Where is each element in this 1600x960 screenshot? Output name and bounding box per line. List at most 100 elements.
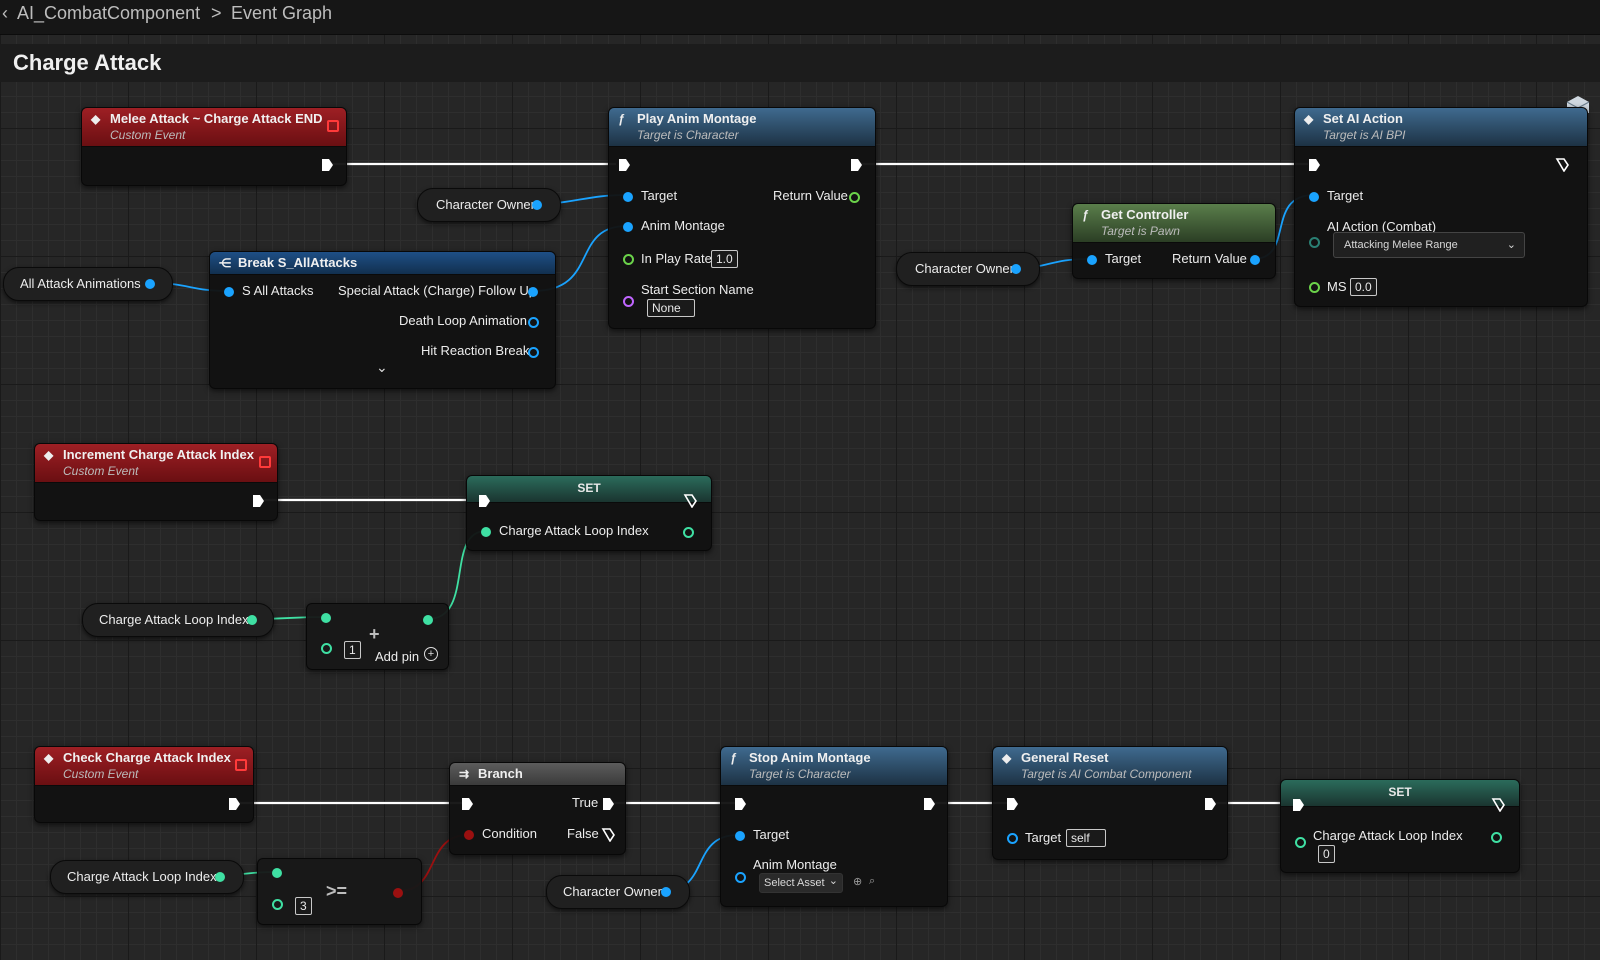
start-section-pin[interactable] [623,296,634,307]
character-owner-getter[interactable]: Character Owner [417,188,561,222]
exec-out-pin-icon[interactable] [1203,797,1217,811]
target-pin[interactable] [623,192,633,202]
breadcrumb-graph[interactable]: Event Graph [231,3,333,23]
delegate-pin-icon[interactable] [235,759,247,771]
compare-input-a-pin[interactable] [272,868,282,878]
target-pin[interactable] [735,831,745,841]
add-pin-plus-icon[interactable]: + [424,647,438,661]
target-pin[interactable] [1087,255,1097,265]
add-pin-label[interactable]: Add pin [375,649,420,664]
target-label: Target [1327,188,1364,203]
browse-search-icon[interactable]: ⌕ [869,875,876,887]
exec-in-pin-icon[interactable] [617,158,631,172]
start-section-input[interactable]: None [647,299,695,317]
special-attack-label: Special Attack (Charge) Follow Up [338,283,536,298]
general-reset-node[interactable]: ◆ General Reset Target is AI Combat Comp… [992,746,1228,860]
charge-attack-loop-index-getter[interactable]: Charge Attack Loop Index [50,860,244,894]
node-header: ƒ Stop Anim Montage Target is Character [721,747,947,786]
exec-in-pin-icon[interactable] [1005,797,1019,811]
set-charge-attack-loop-index-node[interactable]: SET Charge Attack Loop Index 0 [1280,779,1520,873]
exec-out-pin-icon[interactable] [320,158,334,172]
exec-in-pin-icon[interactable] [1307,158,1321,172]
character-owner-getter[interactable]: Character Owner [546,875,690,909]
special-attack-pin[interactable] [528,287,538,297]
set-ai-action-node[interactable]: ◆ Set AI Action Target is AI BPI Target … [1294,107,1588,307]
use-selected-asset-icon[interactable]: ⊕ [853,876,863,888]
return-value-pin[interactable] [849,192,860,203]
charge-attack-loop-index-pin[interactable] [215,872,225,882]
add-input-b-value[interactable]: 1 [344,641,361,659]
expand-chevron-icon[interactable]: ⌄ [376,359,388,375]
charge-attack-loop-index-out-pin[interactable] [683,527,694,538]
select-asset-dropdown[interactable]: Select Asset ⌄ [759,873,843,893]
add-output-pin[interactable] [423,615,433,625]
s-all-attacks-pin[interactable] [224,287,234,297]
exec-out-pin-icon[interactable] [922,797,936,811]
add-input-a-pin[interactable] [321,613,331,623]
death-loop-pin[interactable] [528,317,539,328]
all-attack-animations-pin[interactable] [145,279,155,289]
all-attack-animations-getter[interactable]: All Attack Animations [3,267,173,301]
exec-out-pin-icon[interactable] [251,494,265,508]
stop-anim-montage-node[interactable]: ƒ Stop Anim Montage Target is Character … [720,746,948,907]
delegate-pin-icon[interactable] [327,120,339,132]
charge-attack-loop-index-pin[interactable] [247,615,257,625]
exec-in-pin-icon[interactable] [460,797,474,811]
compare-input-b-value[interactable]: 3 [295,897,312,915]
exec-in-pin-icon[interactable] [1291,798,1305,812]
melee-attack-charge-end-event-node[interactable]: ◆ Melee Attack ~ Charge Attack END Custo… [81,107,347,186]
charge-attack-loop-index-out-pin[interactable] [1491,832,1502,843]
exec-false-pin-icon[interactable] [601,828,615,842]
add-input-b-pin[interactable] [321,643,332,654]
play-rate-input[interactable]: 1.0 [711,250,738,268]
interface-message-icon: ◆ [1304,112,1314,126]
target-input[interactable]: self [1066,829,1106,847]
function-icon: ƒ [1082,208,1089,222]
return-value-pin[interactable] [1250,255,1260,265]
anim-montage-pin[interactable] [735,872,746,883]
break-s-allattacks-node[interactable]: ⋲ Break S_AllAttacks S All Attacks Speci… [209,251,556,389]
delegate-pin-icon[interactable] [259,456,271,468]
target-pin[interactable] [1007,833,1018,844]
charge-attack-loop-index-input[interactable]: 0 [1318,845,1335,863]
increment-charge-attack-index-event-node[interactable]: ◆ Increment Charge Attack Index Custom E… [34,443,278,521]
node-title: SET [1388,785,1412,799]
anim-montage-pin[interactable] [623,222,633,232]
exec-in-pin-icon[interactable] [733,797,747,811]
breadcrumb-component[interactable]: AI_CombatComponent [17,3,201,23]
character-owner-pin[interactable] [661,887,671,897]
get-controller-node[interactable]: ƒ Get Controller Target is Pawn Target R… [1072,203,1276,279]
back-icon[interactable]: ‹ [2,3,8,23]
play-anim-montage-node[interactable]: ƒ Play Anim Montage Target is Character … [608,107,876,329]
character-owner-pin[interactable] [532,200,542,210]
check-charge-attack-index-event-node[interactable]: ◆ Check Charge Attack Index Custom Event [34,746,254,823]
ai-action-dropdown[interactable]: Attacking Melee Range ⌄ [1333,232,1525,258]
character-owner-pin[interactable] [1011,264,1021,274]
add-node[interactable]: + 1 Add pin + [306,603,449,670]
charge-attack-loop-index-in-pin[interactable] [1295,837,1306,848]
compare-operator: >= [326,881,348,901]
charge-attack-loop-index-in-pin[interactable] [481,527,491,537]
ms-pin[interactable] [1309,282,1320,293]
exec-out-pin-icon[interactable] [1555,158,1569,172]
condition-pin[interactable] [464,830,474,840]
play-rate-pin[interactable] [623,254,634,265]
greater-equal-node[interactable]: >= 3 [257,858,422,925]
exec-in-pin-icon[interactable] [477,494,491,508]
set-charge-attack-loop-index-node[interactable]: SET Charge Attack Loop Index [466,475,712,551]
exec-out-pin-icon[interactable] [683,494,697,508]
exec-true-pin-icon[interactable] [601,797,615,811]
exec-out-pin-icon[interactable] [849,158,863,172]
compare-output-pin[interactable] [393,888,403,898]
node-header: ◆ Set AI Action Target is AI BPI [1295,108,1587,147]
compare-input-b-pin[interactable] [272,899,283,910]
ms-input[interactable]: 0.0 [1350,278,1377,296]
exec-out-pin-icon[interactable] [227,797,241,811]
target-pin[interactable] [1309,192,1319,202]
exec-out-pin-icon[interactable] [1491,798,1505,812]
hit-reaction-pin[interactable] [528,347,539,358]
charge-attack-loop-index-getter[interactable]: Charge Attack Loop Index [82,603,274,637]
character-owner-getter[interactable]: Character Owner [896,252,1040,286]
branch-node[interactable]: ⇉ Branch True Condition False [449,762,626,855]
ai-action-pin[interactable] [1309,237,1320,248]
